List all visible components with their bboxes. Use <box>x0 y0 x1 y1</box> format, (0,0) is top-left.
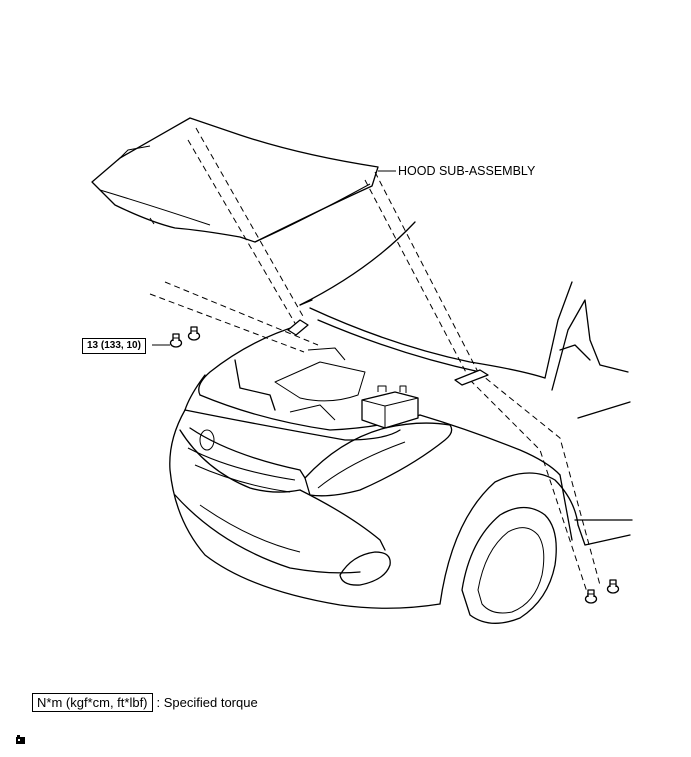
vehicle-front <box>169 221 633 624</box>
torque-value-label: 13 (133, 10) <box>82 338 146 354</box>
wheel-arch <box>439 472 579 605</box>
torque-legend: N*m (kgf*cm, ft*lbf) : Specified torque <box>32 693 258 712</box>
tyre <box>461 506 557 624</box>
legend-description: : Specified torque <box>156 695 258 710</box>
legend-unit-box: N*m (kgf*cm, ft*lbf) <box>32 693 153 712</box>
battery <box>361 391 419 429</box>
alignment-lines <box>149 127 601 596</box>
headlamp <box>304 422 453 497</box>
hinge-right <box>454 369 489 386</box>
emblem <box>199 429 215 451</box>
hood-sub-assembly-label: HOOD SUB-ASSEMBLY <box>398 164 536 178</box>
camera-icon <box>16 735 25 744</box>
hinge-left <box>287 319 309 336</box>
fog-lamp <box>339 551 391 586</box>
hood-sub-assembly <box>91 117 379 243</box>
bolt-icon <box>169 326 620 604</box>
